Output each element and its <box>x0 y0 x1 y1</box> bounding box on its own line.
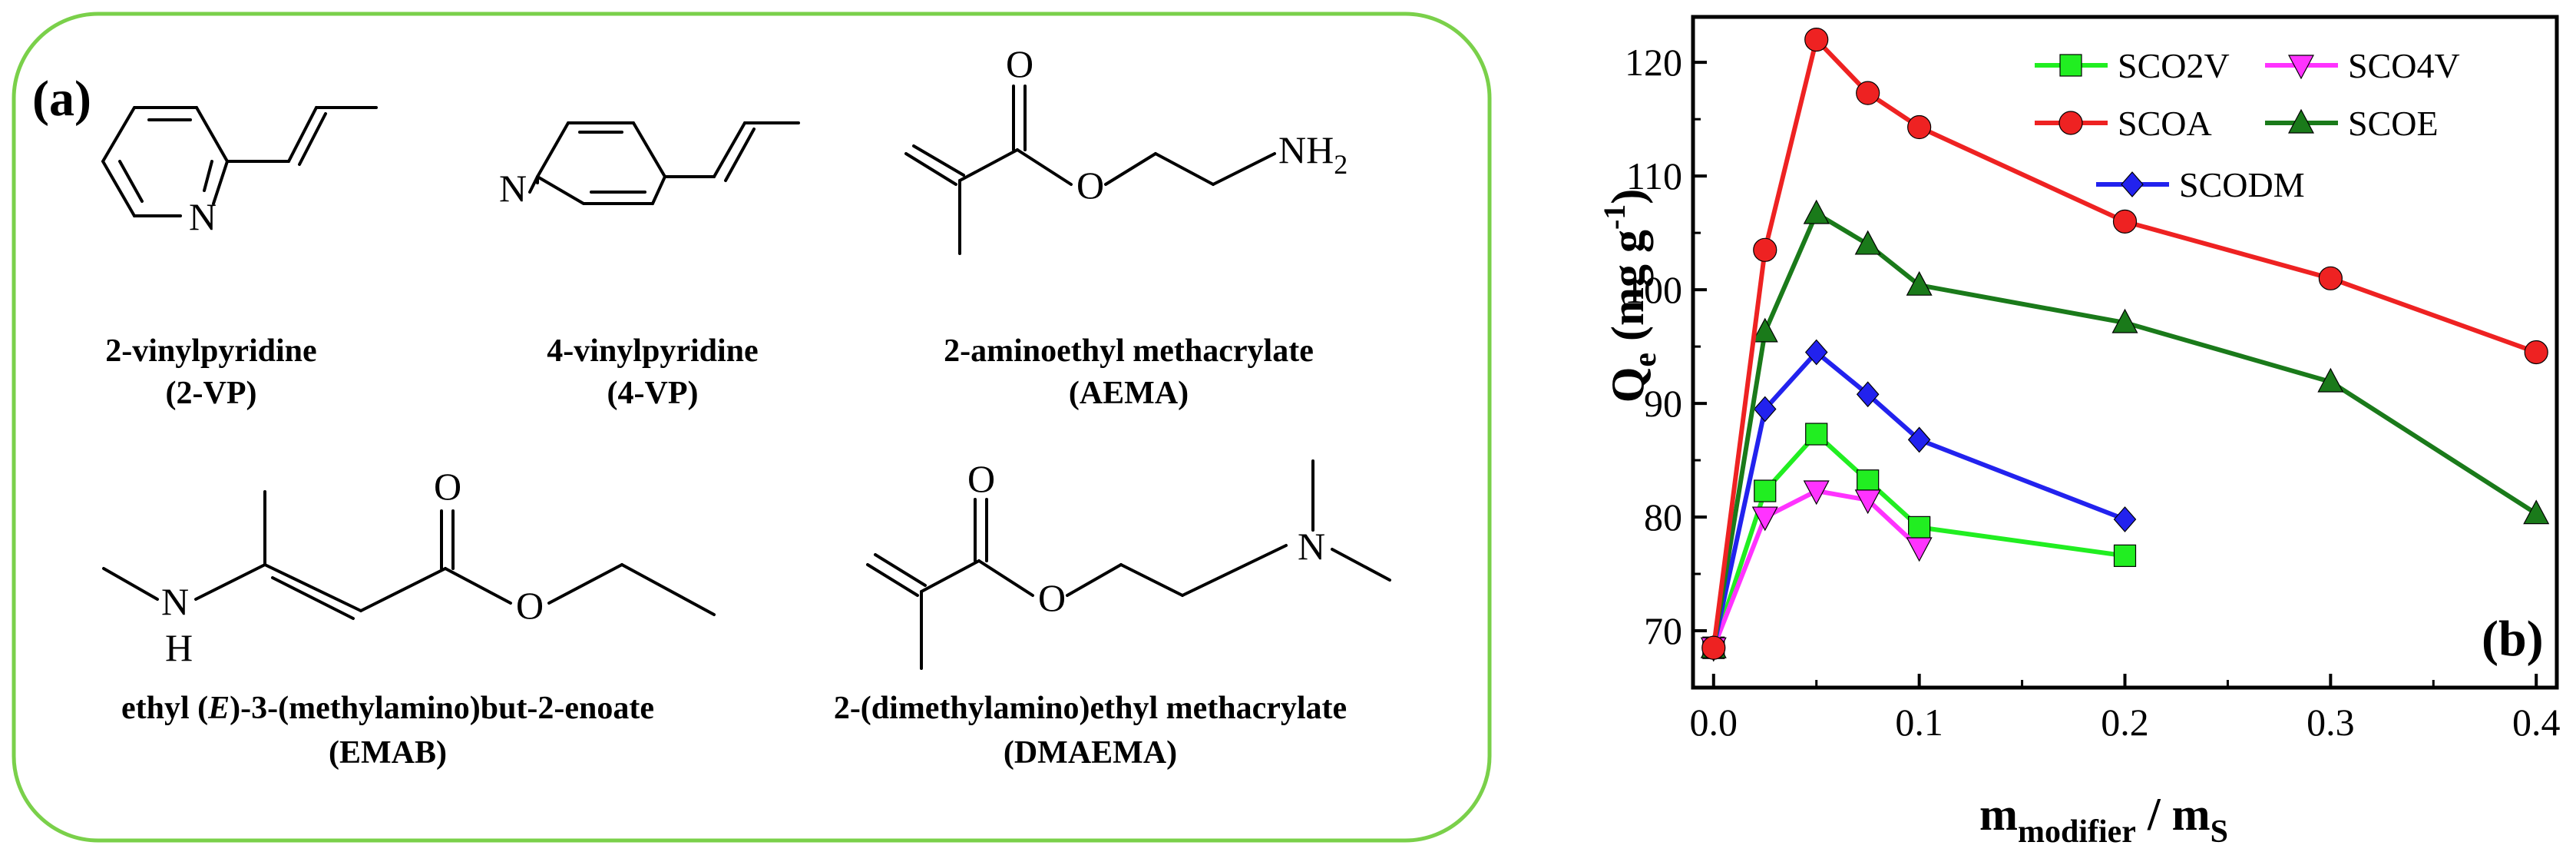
molecule-dmaema <box>866 459 1391 670</box>
atom-n: N <box>499 167 527 210</box>
data-point-scoe <box>1751 317 1778 343</box>
compound-name: 2-vinylpyridine <box>105 333 316 369</box>
molecule-emab <box>102 490 716 620</box>
y-tick-label: 70 <box>1644 609 1682 652</box>
data-point-scodm <box>2113 506 2137 532</box>
data-point-sco2v <box>1908 516 1931 539</box>
compound-name: ethyl (E)-3-(methylamino)but-2-enoate <box>121 691 654 726</box>
x-tick-label: 0.1 <box>1895 701 1943 744</box>
compound-abbr: (4-VP) <box>607 376 699 411</box>
y-tick-label: 90 <box>1644 382 1682 425</box>
atom-nh2: NH2 <box>1278 128 1348 180</box>
x-tick-label: 0.0 <box>1690 701 1738 744</box>
series-line-scodm <box>1711 349 2126 648</box>
molecule-4-vinylpyridine <box>528 121 800 205</box>
data-point-sco2v <box>1857 469 1880 492</box>
legend-marker-scoe <box>2288 108 2314 134</box>
data-point-scoe <box>1803 199 1830 224</box>
data-point-scoe <box>1906 270 1933 296</box>
series-line-scoe <box>1711 210 2538 648</box>
legend-label-scoe: SCOE <box>2348 104 2439 143</box>
x-tick-label: 0.2 <box>2101 701 2149 744</box>
compound-abbr: (2-VP) <box>166 376 257 411</box>
data-point-scodm <box>1856 381 1880 408</box>
compound-abbr: (DMAEMA) <box>1004 735 1177 771</box>
data-point-scoe <box>1854 230 1881 255</box>
atom-n: N <box>189 195 217 238</box>
y-tick-label: 80 <box>1644 496 1682 539</box>
data-point-sco4v <box>1803 480 1830 506</box>
data-point-scoa <box>1753 237 1777 262</box>
data-point-sco4v <box>1854 489 1881 515</box>
series-line-sco4v <box>1711 488 1921 649</box>
y-tick-label: 120 <box>1625 41 1682 84</box>
legend-marker-scoa <box>2058 111 2083 135</box>
atom-o: O <box>967 457 995 500</box>
data-point-scoe <box>2111 308 2138 333</box>
data-point-scoa <box>2524 340 2548 365</box>
atom-o: O <box>1076 164 1104 207</box>
compound-abbr: (EMAB) <box>329 735 447 771</box>
atom-n: N <box>161 580 189 623</box>
data-point-scoa <box>2318 266 2343 290</box>
data-point-scoa <box>1804 27 1829 52</box>
atom-n: N <box>1298 525 1325 568</box>
compound-name: 2-aminoethyl methacrylate <box>944 333 1314 369</box>
data-point-scodm <box>1753 396 1777 423</box>
structures-panel: (a) N 2-vinylpyridine (2-VP) N 4-vinylpy… <box>12 12 1492 843</box>
atom-o: O <box>1038 576 1066 619</box>
data-point-sco2v <box>1805 423 1828 446</box>
data-point-sco2v <box>2113 544 2137 567</box>
data-point-scoe <box>2317 367 2344 393</box>
data-point-sco4v <box>1751 506 1778 532</box>
y-axis-label: Qe (mg g-1) <box>1597 189 1663 403</box>
data-point-scodm <box>1701 635 1725 661</box>
x-axis-label: mmodifier / mS <box>1979 789 2228 850</box>
x-tick-label: 0.4 <box>2512 701 2561 744</box>
y-tick-label: 100 <box>1625 268 1682 311</box>
legend-label-sco2v: SCO2V <box>2118 46 2230 85</box>
atom-o: O <box>516 584 544 627</box>
molecule-aema <box>904 85 1276 255</box>
data-point-sco2v <box>1702 636 1725 659</box>
data-point-sco4v <box>1906 537 1933 562</box>
data-point-sco4v <box>1700 637 1727 662</box>
legend-label-scoa: SCOA <box>2118 104 2212 143</box>
data-point-scoa <box>1856 81 1880 105</box>
data-point-scoa <box>1907 114 1932 140</box>
plot-frame <box>1691 15 2559 690</box>
compound-name: 4-vinylpyridine <box>547 333 758 369</box>
y-tick-label: 110 <box>1626 154 1682 197</box>
x-tick-label: 0.3 <box>2306 701 2355 744</box>
data-point-scoa <box>2112 209 2138 234</box>
data-point-scoa <box>1701 635 1726 660</box>
legend-label-sco4v: SCO4V <box>2348 46 2460 85</box>
atom-h: H <box>165 626 193 669</box>
legend-marker-sco4v <box>2288 55 2314 80</box>
data-point-scoe <box>2523 499 2550 525</box>
panel-a-label: (a) <box>32 71 91 127</box>
data-point-scodm <box>1907 426 1931 453</box>
atom-o: O <box>1006 42 1033 85</box>
series-line-scoa <box>1711 35 2538 648</box>
panel-a-frame <box>12 12 1492 843</box>
series-line-sco2v <box>1711 430 2125 649</box>
compound-name: 2-(dimethylamino)ethyl methacrylate <box>834 691 1347 726</box>
data-point-scoe <box>1700 633 1727 658</box>
data-point-scodm <box>1804 339 1828 366</box>
legend-marker-scodm <box>2121 171 2144 197</box>
molecule-2-vinylpyridine <box>101 106 378 217</box>
data-point-sco2v <box>1754 479 1777 502</box>
atom-o: O <box>434 465 461 508</box>
legend-label-scodm: SCODM <box>2179 165 2305 204</box>
legend-marker-sco2v <box>2059 54 2082 77</box>
compound-abbr: (AEMA) <box>1069 376 1189 411</box>
panel-b-label: (b) <box>2482 611 2544 667</box>
